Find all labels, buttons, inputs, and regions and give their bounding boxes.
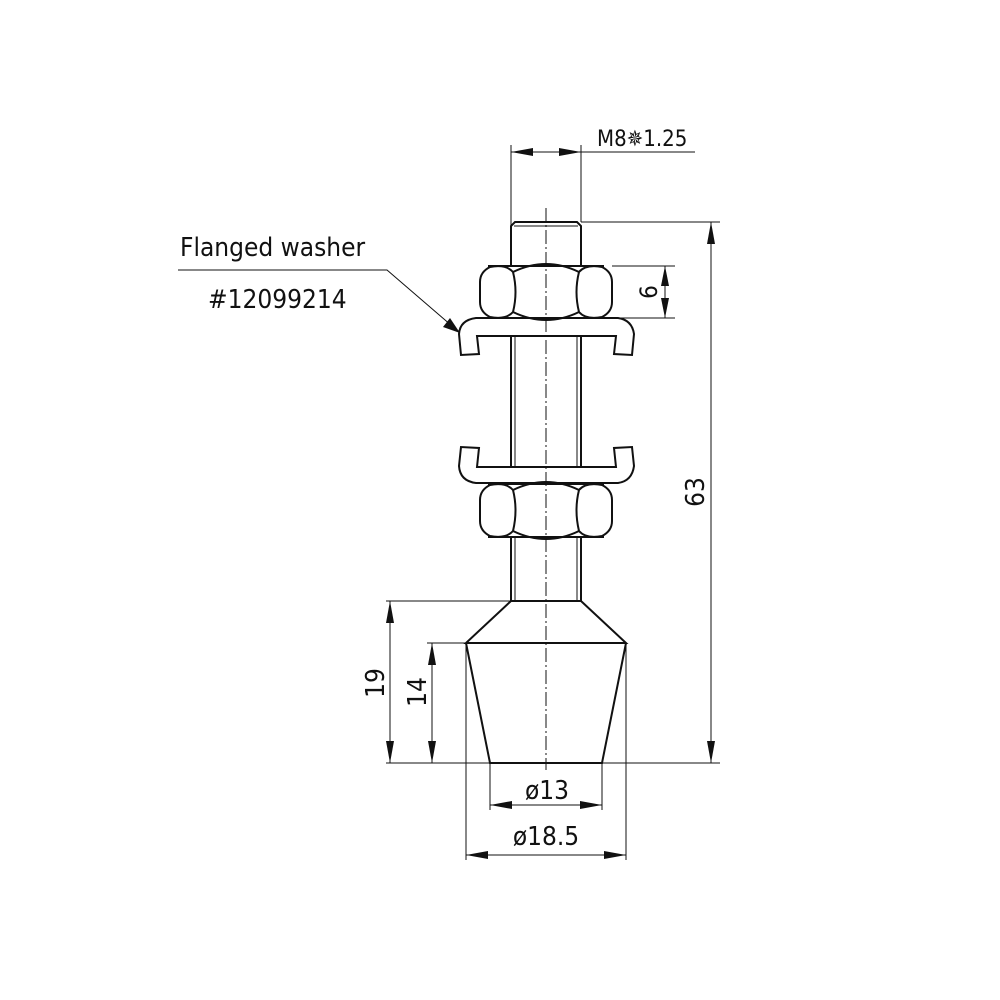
callout-title: Flanged washer	[180, 233, 366, 263]
top-diameter-label: ø18.5	[513, 822, 579, 852]
bottom-diameter-label: ø13	[525, 776, 569, 806]
thread-label: M8✵1.25	[597, 127, 687, 152]
base-height-label: 19	[361, 668, 391, 698]
bottom-hex-nut	[479, 481, 613, 540]
washer-callout: Flanged washer #12099214	[178, 233, 460, 333]
thread-dimension: M8✵1.25	[510, 127, 695, 226]
overall-height-dimension: 63	[581, 221, 720, 764]
bottom-flanged-washer	[457, 445, 636, 484]
nut-height-label: 6	[635, 285, 663, 299]
diameter-dimensions: ø13 ø18.5	[465, 643, 627, 860]
base-height-dimensions: 19 14	[361, 600, 511, 764]
leader-arrow	[443, 318, 460, 333]
top-flanged-washer	[457, 317, 636, 357]
leader-line	[178, 269, 460, 333]
threaded-stud	[510, 221, 582, 601]
nut-height-dimension: 6	[612, 265, 675, 319]
body-height-label: 14	[403, 677, 433, 707]
callout-part-number: #12099214	[208, 285, 347, 315]
overall-height-label: 63	[681, 477, 711, 507]
